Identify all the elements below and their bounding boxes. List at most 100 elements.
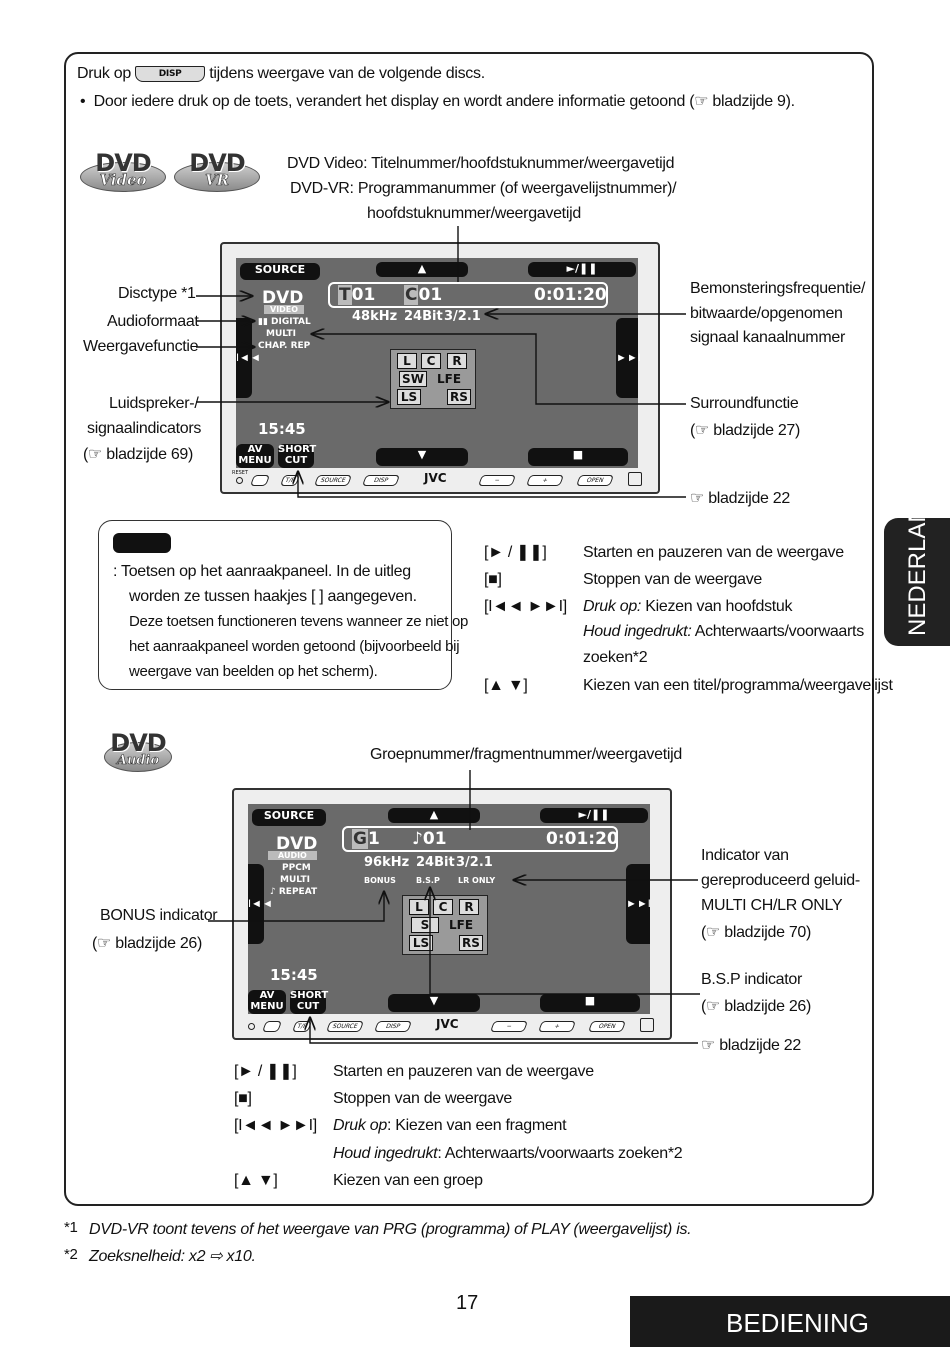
- audio-desc: Groepnummer/fragmentnummer/weergavetijd: [370, 746, 682, 763]
- ppcm-label: PPCM: [282, 863, 311, 873]
- ctrl2-key-2: [I◄◄ ►►I]: [234, 1117, 317, 1134]
- content-frame: [64, 52, 874, 1206]
- reset-button-2[interactable]: [248, 1023, 255, 1030]
- play-pause-button-2[interactable]: ►/❚❚: [540, 808, 648, 823]
- ctrl1-key-5: [▲ ▼]: [484, 677, 528, 694]
- repeat-label: ♪ REPEAT: [270, 887, 318, 897]
- next-button[interactable]: ►►I: [616, 318, 641, 398]
- screen-2: SOURCE ▲ ►/❚❚ DVD AUDIO PPCM MULTI ♪ REP…: [248, 804, 651, 1014]
- label-freq-3: signaal kanaalnummer: [690, 329, 845, 346]
- stop-button-2[interactable]: ■: [540, 994, 640, 1012]
- stop-button[interactable]: ■: [528, 448, 628, 466]
- down-button[interactable]: ▼: [376, 448, 468, 466]
- up-button[interactable]: ▲: [376, 262, 468, 277]
- intro-line: Druk op DISP tijdens weergave van de vol…: [77, 64, 485, 84]
- footnote-2: Zoeksnelheid: x2 ⇨ x10.: [89, 1248, 256, 1265]
- ctrl2-key-4: [▲ ▼]: [234, 1172, 278, 1189]
- source-button-2[interactable]: SOURCE: [252, 809, 326, 826]
- video-label: VIDEO: [264, 305, 305, 314]
- label-spk-2: signaalindicators: [87, 420, 202, 437]
- down-button-2[interactable]: ▼: [388, 994, 480, 1012]
- intro-bullet: • Door iedere druk op de toets, verander…: [80, 93, 795, 110]
- footnote-2-mark: *2: [64, 1246, 78, 1263]
- top-desc-3: hoofdstuknummer/weergavetijd: [367, 205, 581, 222]
- ctrl2-desc-0: Starten en pauzeren van de weergave: [333, 1063, 594, 1080]
- bonus-indicator: BONUS: [364, 876, 396, 885]
- ctrl2-desc-3: Houd ingedrukt: Achterwaarts/voorwaarts …: [333, 1145, 683, 1162]
- label-freq-2: bitwaarde/opgenomen: [690, 305, 843, 322]
- touch-key-sample: [113, 533, 171, 553]
- channels: 3/2.1: [444, 309, 481, 324]
- ctrl1-key-1: [■]: [484, 571, 502, 588]
- disc-type: DVD: [262, 288, 304, 308]
- label-spk-3: (☞ bladzijde 69): [83, 446, 194, 463]
- footnote-1-mark: *1: [64, 1219, 78, 1236]
- multi-label-2: MULTI: [280, 875, 310, 885]
- label-ind-3: MULTI CH/LR ONLY: [701, 897, 843, 914]
- language-tab: NEDERLANDS: [884, 472, 950, 646]
- ctrl2-key-1: [■]: [234, 1090, 252, 1107]
- intro-during: tijdens weergave van de volgende discs.: [209, 65, 485, 82]
- playback-function: CHAP. REP: [258, 341, 311, 351]
- dvd-vr-logo: DVD VR: [174, 151, 260, 192]
- label-ind-1: Indicator van: [701, 847, 789, 864]
- ctrl2-desc-1: Stoppen van de weergave: [333, 1090, 513, 1107]
- hardware-buttons-1: RESET T/P SOURCE DISP JVC − + OPEN: [232, 470, 652, 488]
- ctrl1-key-0: [► / ❚❚]: [484, 544, 547, 561]
- info-box-2: [342, 826, 618, 852]
- label-ref22-1: ☞ bladzijde 22: [690, 490, 790, 507]
- jvc-logo: JVC: [424, 471, 447, 485]
- ctrl1-desc-2: Druk op: Kiezen van hoofdstuk: [583, 598, 793, 615]
- label-surround-2: (☞ bladzijde 27): [690, 422, 801, 439]
- source-button[interactable]: SOURCE: [240, 263, 320, 280]
- label-bsp-1: B.S.P indicator: [701, 971, 803, 988]
- ctrl1-desc-4: zoeken*2: [583, 649, 648, 666]
- dvd-video-logo: DVD Video: [80, 151, 166, 192]
- channels-2: 3/2.1: [456, 855, 493, 870]
- label-bonus-1: BONUS indicator: [100, 907, 218, 924]
- ctrl2-key-0: [► / ❚❚]: [234, 1063, 297, 1080]
- label-spk-1: Luidspreker-/: [109, 395, 199, 412]
- disp-key-icon: DISP: [135, 65, 206, 82]
- play-pause-button[interactable]: ►/❚❚: [528, 262, 636, 277]
- top-desc-1: DVD Video: Titelnummer/hoofdstuknummer/w…: [287, 155, 675, 172]
- audio-label: AUDIO: [268, 851, 317, 860]
- label-playfunc: Weergavefunctie: [83, 338, 199, 355]
- audio-format: ▮▮ DIGITAL: [258, 317, 311, 327]
- intro-press: Druk op: [77, 65, 131, 82]
- label-ind-4: (☞ bladzijde 70): [701, 924, 812, 941]
- screen-1: SOURCE ▲ ►/❚❚ DVD VIDEO ▮▮ DIGITAL MULTI…: [236, 258, 641, 468]
- label-disctype: Disctype *1: [118, 285, 196, 302]
- lr-only-indicator: LR ONLY: [458, 876, 496, 885]
- sample-freq-2: 96kHz: [364, 855, 410, 870]
- clock-2: 15:45: [270, 966, 318, 984]
- speaker-indicator-1: L C R SW LFE LS RS: [390, 349, 476, 409]
- group-number: G1: [352, 829, 380, 849]
- sample-freq: 48kHz: [352, 309, 398, 324]
- ctrl1-desc-3: Houd ingedrukt: Achterwaarts/voorwaarts: [583, 623, 864, 640]
- chapter-number: C01: [404, 285, 443, 305]
- reset-button[interactable]: [236, 477, 243, 484]
- ctrl2-desc-4: Kiezen van een groep: [333, 1172, 483, 1189]
- ctrl1-desc-0: Starten en pauzeren van de weergave: [583, 544, 844, 561]
- track-number: ♪01: [412, 829, 447, 849]
- footnote-1: DVD-VR toont tevens of het weergave van …: [89, 1221, 692, 1238]
- label-surround-1: Surroundfunctie: [690, 395, 799, 412]
- label-ref22-2: ☞ bladzijde 22: [701, 1037, 801, 1054]
- ctrl1-desc-5: Kiezen van een titel/programma/weergavel…: [583, 677, 893, 694]
- eject-slot: [628, 472, 642, 486]
- note-box: : Toetsen op het aanraakpaneel. In de ui…: [98, 520, 468, 690]
- dvd-audio-logo: DVD Audio: [104, 731, 172, 772]
- jvc-logo-2: JVC: [436, 1017, 459, 1031]
- up-button-2[interactable]: ▲: [388, 808, 480, 823]
- next-button-2[interactable]: ►►I: [626, 864, 651, 944]
- clock: 15:45: [258, 420, 306, 438]
- top-desc-2: DVD-VR: Programmanummer (of weergavelijs…: [290, 180, 677, 197]
- speaker-indicator-2: L C R S LFE LS RS: [402, 895, 488, 955]
- disc-type-2: DVD: [276, 834, 318, 854]
- ctrl1-desc-1: Stoppen van de weergave: [583, 571, 763, 588]
